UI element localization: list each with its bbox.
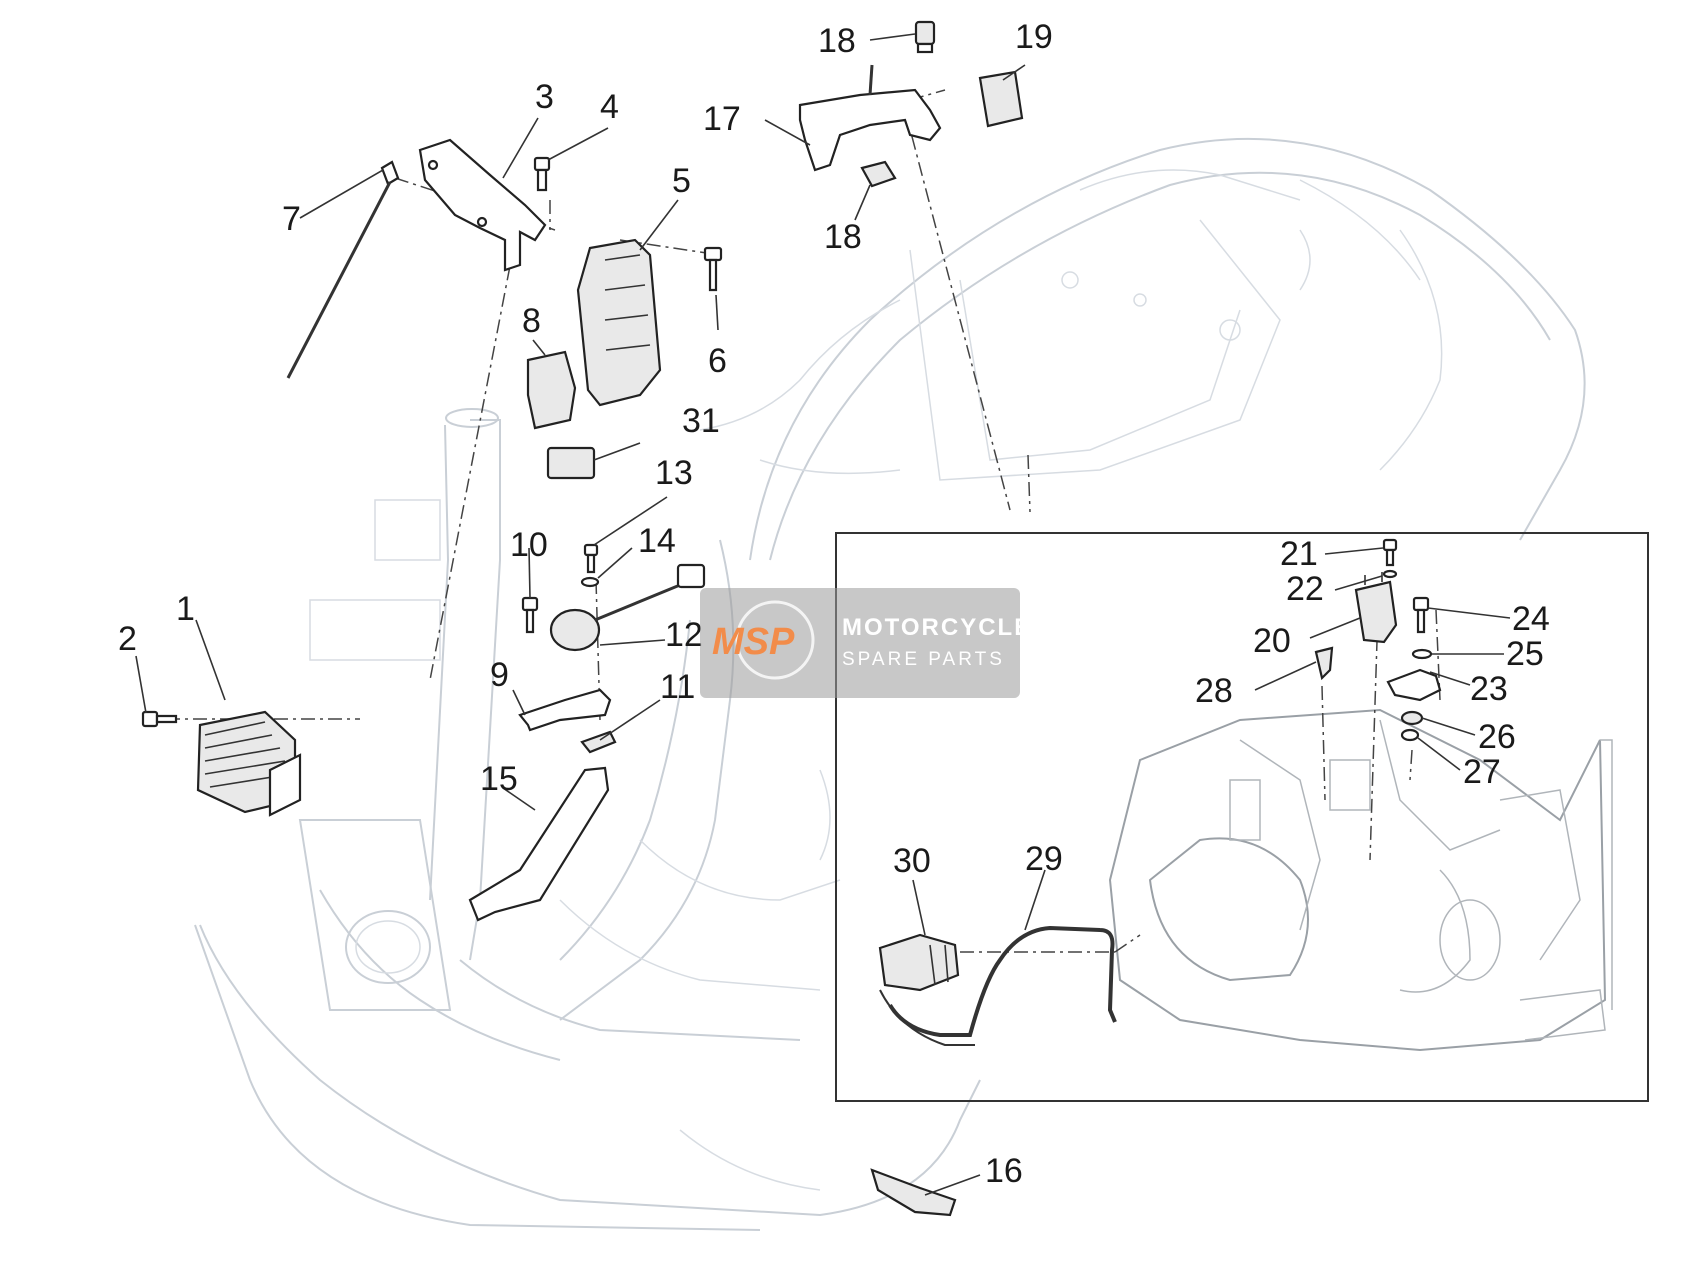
- callout-16: 16: [985, 1152, 1023, 1190]
- callout-9: 9: [490, 656, 509, 694]
- part-fitting-28: [1314, 646, 1334, 681]
- callout-10: 10: [510, 526, 548, 564]
- part-pipe-29: [879, 925, 1117, 1046]
- watermark-globe-icon: [735, 600, 815, 680]
- part-regulator: [196, 710, 302, 817]
- watermark-line2: SPARE PARTS: [842, 649, 1005, 670]
- part-clip-11: [580, 730, 617, 754]
- engine-block-drawing: [1108, 708, 1613, 1052]
- callout-24: 24: [1512, 600, 1550, 638]
- assembly-lines: [166, 89, 1441, 953]
- part-seal-26: [1400, 710, 1424, 726]
- part-screw-13: [583, 543, 599, 574]
- part-pad-31: [546, 446, 596, 480]
- callout-27: 27: [1463, 753, 1501, 791]
- part-screw-24: [1412, 596, 1430, 634]
- part-cover-15: [468, 766, 610, 922]
- part-washer-25: [1411, 648, 1433, 660]
- callout-29: 29: [1025, 840, 1063, 878]
- part-screw-21: [1382, 538, 1398, 567]
- callout-26: 26: [1478, 718, 1516, 756]
- part-connector-19: [978, 70, 1024, 128]
- callout-labels: 1 2 3 4 5 6 7 8 9 10 11 12 13 14 15 16 1…: [118, 18, 1550, 1190]
- part-switch-20: [1354, 572, 1398, 644]
- callout-13: 13: [655, 454, 693, 492]
- part-ring-27: [1400, 728, 1420, 742]
- watermark-logo: MSP: [712, 621, 795, 663]
- callout-15: 15: [480, 760, 518, 798]
- callout-25: 25: [1506, 635, 1544, 673]
- leader-lines: [135, 33, 1511, 1196]
- callout-2: 2: [118, 620, 137, 658]
- callout-30: 30: [893, 842, 931, 880]
- part-cable-tie-7: [286, 160, 400, 379]
- part-connector-18a: [914, 20, 936, 54]
- callout-8: 8: [522, 302, 541, 340]
- part-screw-10: [521, 596, 539, 634]
- part-bracket-17: [798, 64, 942, 172]
- part-cover-16: [870, 1168, 957, 1217]
- part-ecu-5: [576, 238, 662, 407]
- callout-12: 12: [665, 616, 703, 654]
- callout-18-bottom: 18: [824, 218, 862, 256]
- callout-17: 17: [703, 100, 741, 138]
- part-bracket-9: [518, 688, 612, 732]
- callout-11: 11: [660, 668, 695, 706]
- callout-5: 5: [672, 162, 691, 200]
- callout-3: 3: [535, 78, 554, 116]
- part-screw-2: [141, 710, 178, 728]
- callout-28: 28: [1195, 672, 1233, 710]
- watermark: MSP MOTORCYCLE SPARE PARTS: [700, 588, 1032, 698]
- part-bracket-23: [1386, 668, 1442, 702]
- callout-19: 19: [1015, 18, 1053, 56]
- callout-21: 21: [1280, 535, 1318, 573]
- part-screw-4: [533, 156, 551, 192]
- callout-18-top: 18: [818, 22, 856, 60]
- callout-4: 4: [600, 88, 619, 126]
- part-screw-6: [703, 246, 723, 292]
- watermark-line1: MOTORCYCLE: [842, 614, 1032, 641]
- part-washer-22: [1382, 569, 1398, 579]
- callout-14: 14: [638, 522, 676, 560]
- part-connector-18b: [860, 160, 897, 188]
- part-sensor-12: [549, 563, 706, 652]
- callout-23: 23: [1470, 670, 1508, 708]
- part-connector-30: [878, 933, 960, 992]
- part-relay-8: [526, 350, 577, 430]
- part-washer-14: [580, 576, 600, 588]
- callout-31: 31: [682, 402, 720, 440]
- part-bracket-3: [418, 138, 547, 272]
- callout-22: 22: [1286, 570, 1324, 608]
- callout-7: 7: [282, 200, 301, 238]
- callout-1: 1: [176, 590, 195, 628]
- engine-inset-frame: [835, 532, 1649, 1102]
- callout-6: 6: [708, 342, 727, 380]
- callout-20: 20: [1253, 622, 1291, 660]
